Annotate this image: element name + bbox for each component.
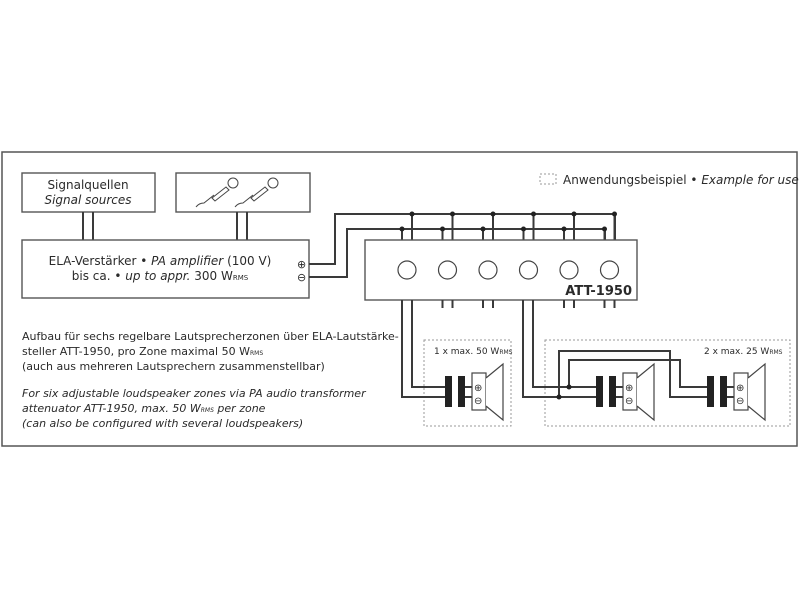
microphone-icon	[195, 177, 239, 208]
zone1-label: 1 x max. 50 WRMS	[434, 347, 513, 357]
volume-knob[interactable]	[559, 260, 579, 280]
amplifier-minus-terminal-icon: ⊖	[297, 271, 306, 284]
signal-sources-label-de: Signalquellen	[47, 178, 128, 192]
junction-dot	[612, 211, 617, 217]
microphone-icon	[234, 177, 279, 208]
legend-text: Anwendungsbeispiel • Example for use	[563, 173, 799, 187]
junction-dot	[490, 211, 496, 217]
junction-dot	[480, 226, 486, 232]
junction-dot	[531, 211, 536, 217]
speaker-plus-terminal-icon: ⊕	[625, 383, 633, 394]
volume-knob[interactable]	[397, 260, 417, 280]
volume-knob[interactable]	[437, 260, 458, 280]
signal-sources-box	[21, 172, 156, 213]
amplifier-plus-terminal-icon: ⊕	[297, 258, 306, 271]
loudspeaker-icon: ⊕⊖	[445, 362, 504, 422]
zone1-dotted-box	[423, 339, 512, 427]
volume-knob[interactable]	[478, 260, 498, 280]
speaker-plus-terminal-icon: ⊕	[736, 383, 744, 394]
zone2-dotted-box	[544, 339, 791, 427]
junction-dot	[561, 226, 567, 232]
junction-dot	[521, 226, 526, 232]
amplifier-line2: bis ca. • up to appr. 300 WRMS	[72, 269, 249, 283]
loudspeaker-icon: ⊕⊖	[707, 362, 766, 422]
zone2-label: 2 x max. 25 WRMS	[704, 347, 783, 357]
junction-dot	[602, 226, 607, 232]
speaker-plus-terminal-icon: ⊕	[474, 383, 482, 394]
description-de: Aufbau für sechs regelbare Lautsprecherz…	[22, 330, 399, 373]
loudspeaker-icon: ⊕⊖	[596, 362, 655, 422]
junction-dot	[450, 211, 455, 217]
svg-text:(auch aus mehreren Lautspreche: (auch aus mehreren Lautsprechern zusamme…	[22, 360, 325, 373]
diagram-frame	[1, 151, 798, 447]
svg-text:For six adjustable loudspeaker: For six adjustable loudspeaker zones via…	[22, 387, 367, 400]
microphones-box	[175, 172, 311, 213]
svg-text:Aufbau für sechs regelbare Lau: Aufbau für sechs regelbare Lautsprecherz…	[22, 330, 399, 343]
junction-dot	[440, 226, 445, 232]
speaker-minus-terminal-icon: ⊖	[625, 396, 633, 407]
volume-knob[interactable]	[518, 260, 539, 280]
signal-sources-label-en: Signal sources	[44, 193, 131, 207]
junction-dot	[409, 211, 415, 217]
svg-text:(can also be configured with s: (can also be configured with several lou…	[22, 417, 303, 430]
svg-text:steller ATT-1950, pro Zone max: steller ATT-1950, pro Zone maximal 50 WR…	[22, 345, 263, 358]
junction-dot	[571, 211, 577, 217]
speaker-minus-terminal-icon: ⊖	[474, 396, 482, 407]
description-en: For six adjustable loudspeaker zones via…	[22, 387, 367, 430]
att-1950-label: ATT-1950	[565, 284, 632, 299]
amplifier-line1: ELA-Verstärker • PA amplifier (100 V)	[49, 254, 272, 268]
junction-dot	[399, 226, 405, 232]
pa-amplifier-box	[21, 239, 310, 299]
speaker-minus-terminal-icon: ⊖	[736, 396, 744, 407]
legend-dotted-box-icon	[539, 173, 557, 185]
svg-text:attenuator ATT-1950, max. 50 W: attenuator ATT-1950, max. 50 WRMS per zo…	[22, 402, 266, 415]
volume-knob[interactable]	[599, 260, 620, 280]
